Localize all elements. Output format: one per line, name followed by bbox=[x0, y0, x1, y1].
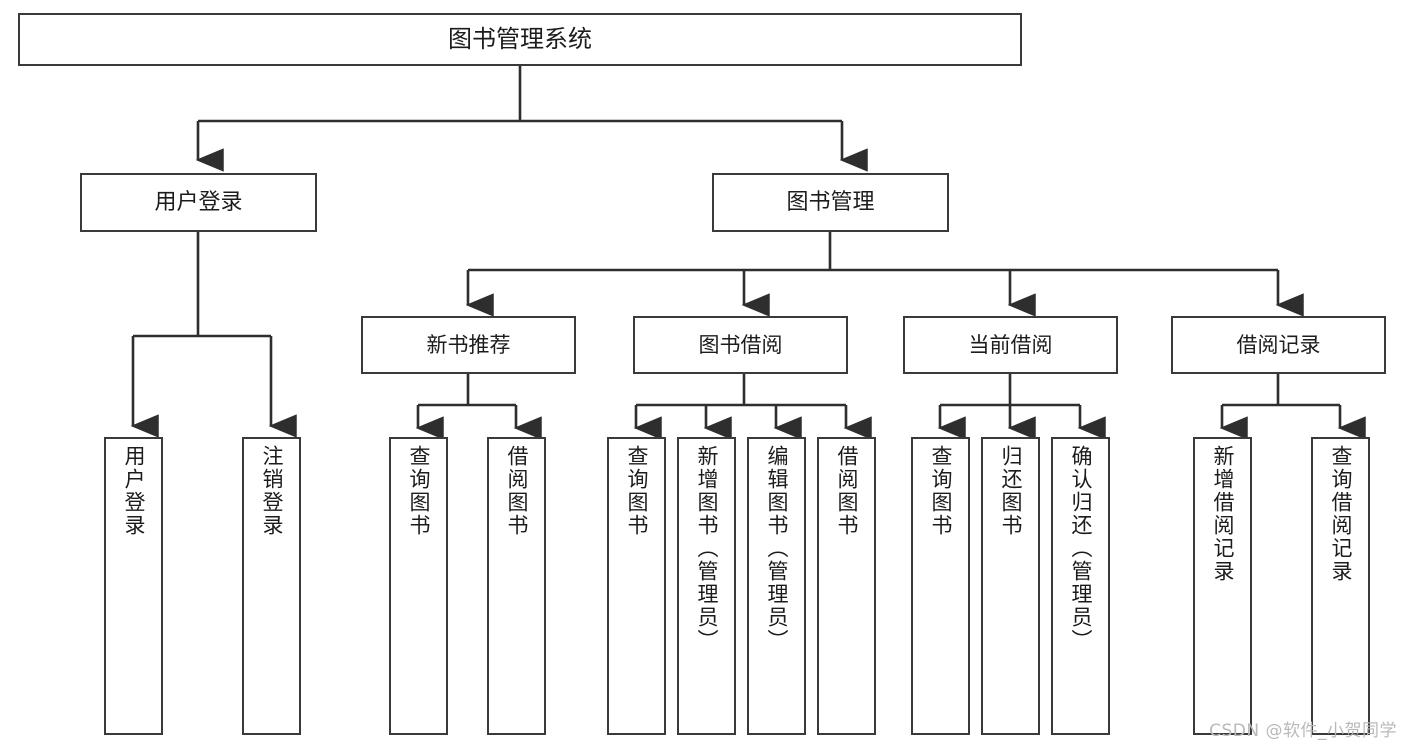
node-book-management[interactable]: 图书管理 bbox=[712, 173, 949, 232]
node-label: 借阅记录 bbox=[1236, 332, 1321, 357]
node-label: 借阅图书 bbox=[835, 445, 859, 537]
watermark: CSDN @软件_小贺同学 bbox=[1209, 721, 1397, 741]
node-label: 图书借阅 bbox=[698, 332, 783, 357]
node-user-login[interactable]: 用户登录 bbox=[80, 173, 317, 232]
node-label: 确认归还（管理员） bbox=[1069, 445, 1093, 652]
leaf-confirm-return-admin[interactable]: 确认归还（管理员） bbox=[1051, 437, 1110, 735]
leaf-add-borrow-record[interactable]: 新增借阅记录 bbox=[1193, 437, 1252, 735]
node-label: 查询图书 bbox=[929, 445, 953, 537]
node-borrow-record[interactable]: 借阅记录 bbox=[1171, 316, 1386, 374]
leaf-query-book-borrow[interactable]: 查询图书 bbox=[607, 437, 666, 735]
node-current-borrow[interactable]: 当前借阅 bbox=[903, 316, 1118, 374]
node-label: 归还图书 bbox=[999, 445, 1023, 537]
node-label: 注销登录 bbox=[260, 445, 284, 537]
node-label: 当前借阅 bbox=[968, 332, 1053, 357]
leaf-edit-book-admin[interactable]: 编辑图书（管理员） bbox=[747, 437, 806, 735]
node-label: 新增图书（管理员） bbox=[695, 445, 719, 652]
node-label: 查询图书 bbox=[407, 445, 431, 537]
leaf-user-login[interactable]: 用户登录 bbox=[104, 437, 163, 735]
node-label: 编辑图书（管理员） bbox=[765, 445, 789, 652]
leaf-add-book-admin[interactable]: 新增图书（管理员） bbox=[677, 437, 736, 735]
leaf-query-book-recommend[interactable]: 查询图书 bbox=[389, 437, 448, 735]
node-label: 新书推荐 bbox=[426, 332, 511, 357]
node-label: 新增借阅记录 bbox=[1211, 445, 1235, 583]
node-label: 借阅图书 bbox=[505, 445, 529, 537]
node-root-system[interactable]: 图书管理系统 bbox=[18, 13, 1022, 66]
node-label: 用户登录 bbox=[122, 445, 146, 537]
node-new-book-recommend[interactable]: 新书推荐 bbox=[361, 316, 576, 374]
leaf-query-borrow-record[interactable]: 查询借阅记录 bbox=[1311, 437, 1370, 735]
node-label: 查询借阅记录 bbox=[1329, 445, 1353, 583]
leaf-borrow-book-borrow[interactable]: 借阅图书 bbox=[817, 437, 876, 735]
leaf-return-book[interactable]: 归还图书 bbox=[981, 437, 1040, 735]
leaf-query-book-current[interactable]: 查询图书 bbox=[911, 437, 970, 735]
leaf-logout[interactable]: 注销登录 bbox=[242, 437, 301, 735]
node-book-borrow[interactable]: 图书借阅 bbox=[633, 316, 848, 374]
node-label: 用户登录 bbox=[154, 189, 243, 215]
leaf-borrow-book-recommend[interactable]: 借阅图书 bbox=[487, 437, 546, 735]
node-label: 图书管理系统 bbox=[448, 25, 592, 54]
node-label: 图书管理 bbox=[786, 189, 875, 215]
node-label: 查询图书 bbox=[625, 445, 649, 537]
